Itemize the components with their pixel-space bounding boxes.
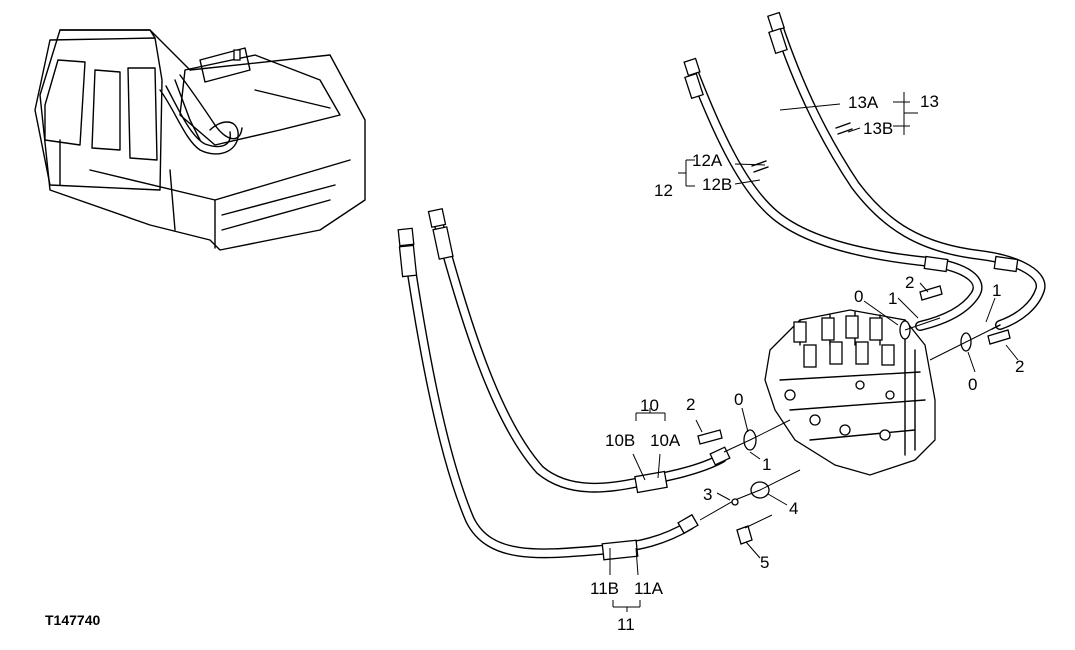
control-valve bbox=[764, 309, 936, 476]
label-1-left: 1 bbox=[762, 455, 771, 474]
label-11a: 11A bbox=[634, 579, 664, 598]
label-13: 13 bbox=[920, 92, 939, 111]
label-0-right: 0 bbox=[968, 375, 977, 394]
hose-11 bbox=[397, 227, 699, 561]
fittings bbox=[697, 285, 1011, 545]
leader-lines bbox=[609, 92, 1019, 612]
hose-10 bbox=[427, 207, 731, 494]
label-0-left: 0 bbox=[734, 390, 743, 409]
label-1-top: 1 bbox=[888, 289, 897, 308]
label-13a: 13A bbox=[848, 93, 879, 112]
label-11: 11 bbox=[617, 615, 635, 634]
label-12a: 12A bbox=[692, 151, 723, 170]
hose-12 bbox=[683, 57, 983, 331]
label-12: 12 bbox=[654, 181, 673, 200]
label-5: 5 bbox=[760, 553, 769, 572]
label-3: 3 bbox=[703, 485, 712, 504]
label-2-top: 2 bbox=[905, 273, 914, 292]
figure-code: T147740 bbox=[45, 612, 100, 628]
label-10a: 10A bbox=[650, 431, 681, 450]
label-10: 10 bbox=[640, 396, 659, 415]
label-12b: 12B bbox=[702, 175, 732, 194]
label-2-left: 2 bbox=[686, 395, 695, 414]
label-0-top: 0 bbox=[854, 287, 863, 306]
part-labels: 13A 13 13B 12A 12 12B 2 0 1 1 0 2 10 2 0… bbox=[45, 92, 1024, 634]
label-4: 4 bbox=[789, 499, 798, 518]
label-2-right: 2 bbox=[1015, 357, 1024, 376]
label-13b: 13B bbox=[863, 119, 893, 138]
excavator-location-inset bbox=[34, 29, 366, 251]
label-1-right: 1 bbox=[992, 281, 1001, 300]
label-11b: 11B bbox=[590, 579, 619, 598]
label-10b: 10B bbox=[605, 431, 635, 450]
